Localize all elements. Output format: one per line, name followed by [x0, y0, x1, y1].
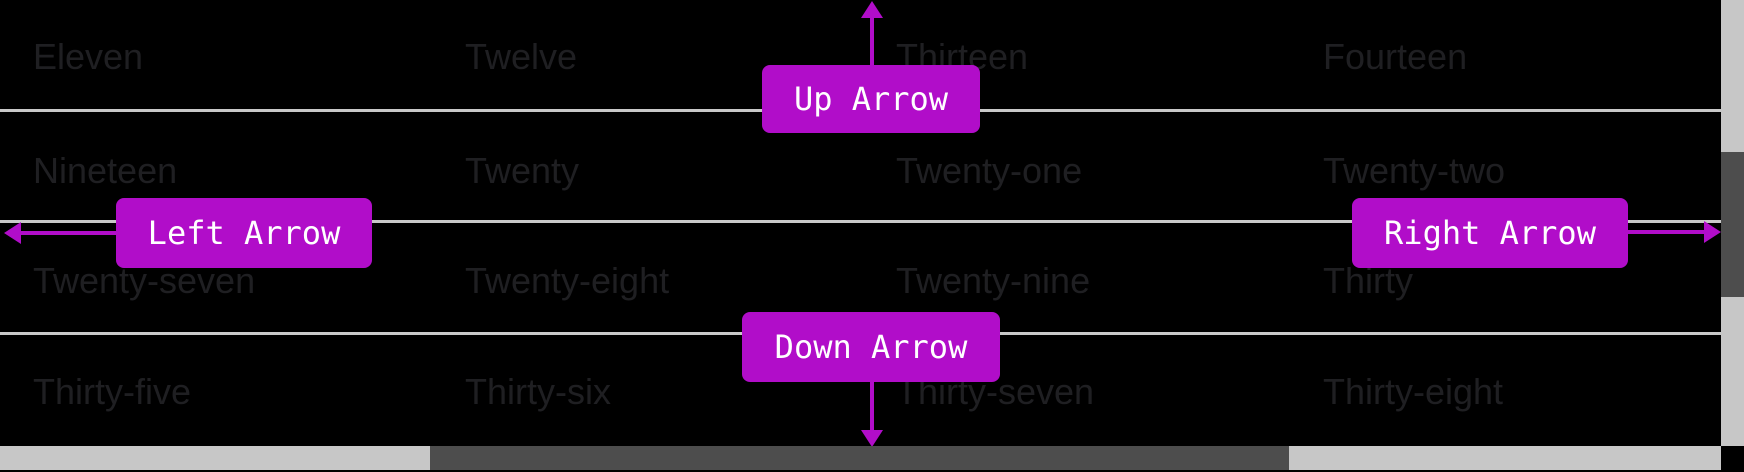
down-arrow-line — [870, 382, 874, 431]
grid-cell: Thirty-six — [465, 371, 611, 412]
grid-cell: Twenty-one — [896, 150, 1083, 191]
left-arrow-button[interactable]: Left Arrow — [116, 198, 372, 268]
down-arrowhead-icon — [861, 430, 883, 447]
grid-cell: Thirty-eight — [1323, 371, 1504, 412]
up-arrowhead-icon — [861, 1, 883, 18]
grid-cell: Twenty-nine — [896, 260, 1091, 301]
down-arrow-button[interactable]: Down Arrow — [742, 312, 1000, 382]
grid-cell: Twenty-two — [1323, 150, 1506, 191]
right-arrow-line — [1628, 230, 1704, 234]
row-separator — [0, 220, 1721, 223]
horizontal-scrollbar-thumb[interactable] — [430, 446, 1289, 470]
vertical-scrollbar-thumb[interactable] — [1721, 152, 1744, 297]
left-arrow-line — [20, 231, 116, 235]
left-arrowhead-icon — [4, 222, 21, 244]
vertical-scrollbar-track[interactable] — [1721, 0, 1744, 446]
up-arrow-line — [870, 16, 874, 65]
grid-cell: Thirty-five — [33, 371, 192, 412]
right-arrowhead-icon — [1704, 221, 1721, 243]
grid-cell: Twelve — [465, 36, 578, 77]
right-arrow-button[interactable]: Right Arrow — [1352, 198, 1628, 268]
grid-cell: Twenty — [465, 150, 580, 191]
horizontal-scrollbar-track[interactable] — [0, 446, 1721, 470]
grid-cell: Fourteen — [1323, 36, 1468, 77]
grid-cell: Twenty-eight — [465, 260, 670, 301]
grid-cell: Eleven — [33, 36, 144, 77]
grid-cell: Nineteen — [33, 150, 178, 191]
up-arrow-button[interactable]: Up Arrow — [762, 65, 980, 133]
